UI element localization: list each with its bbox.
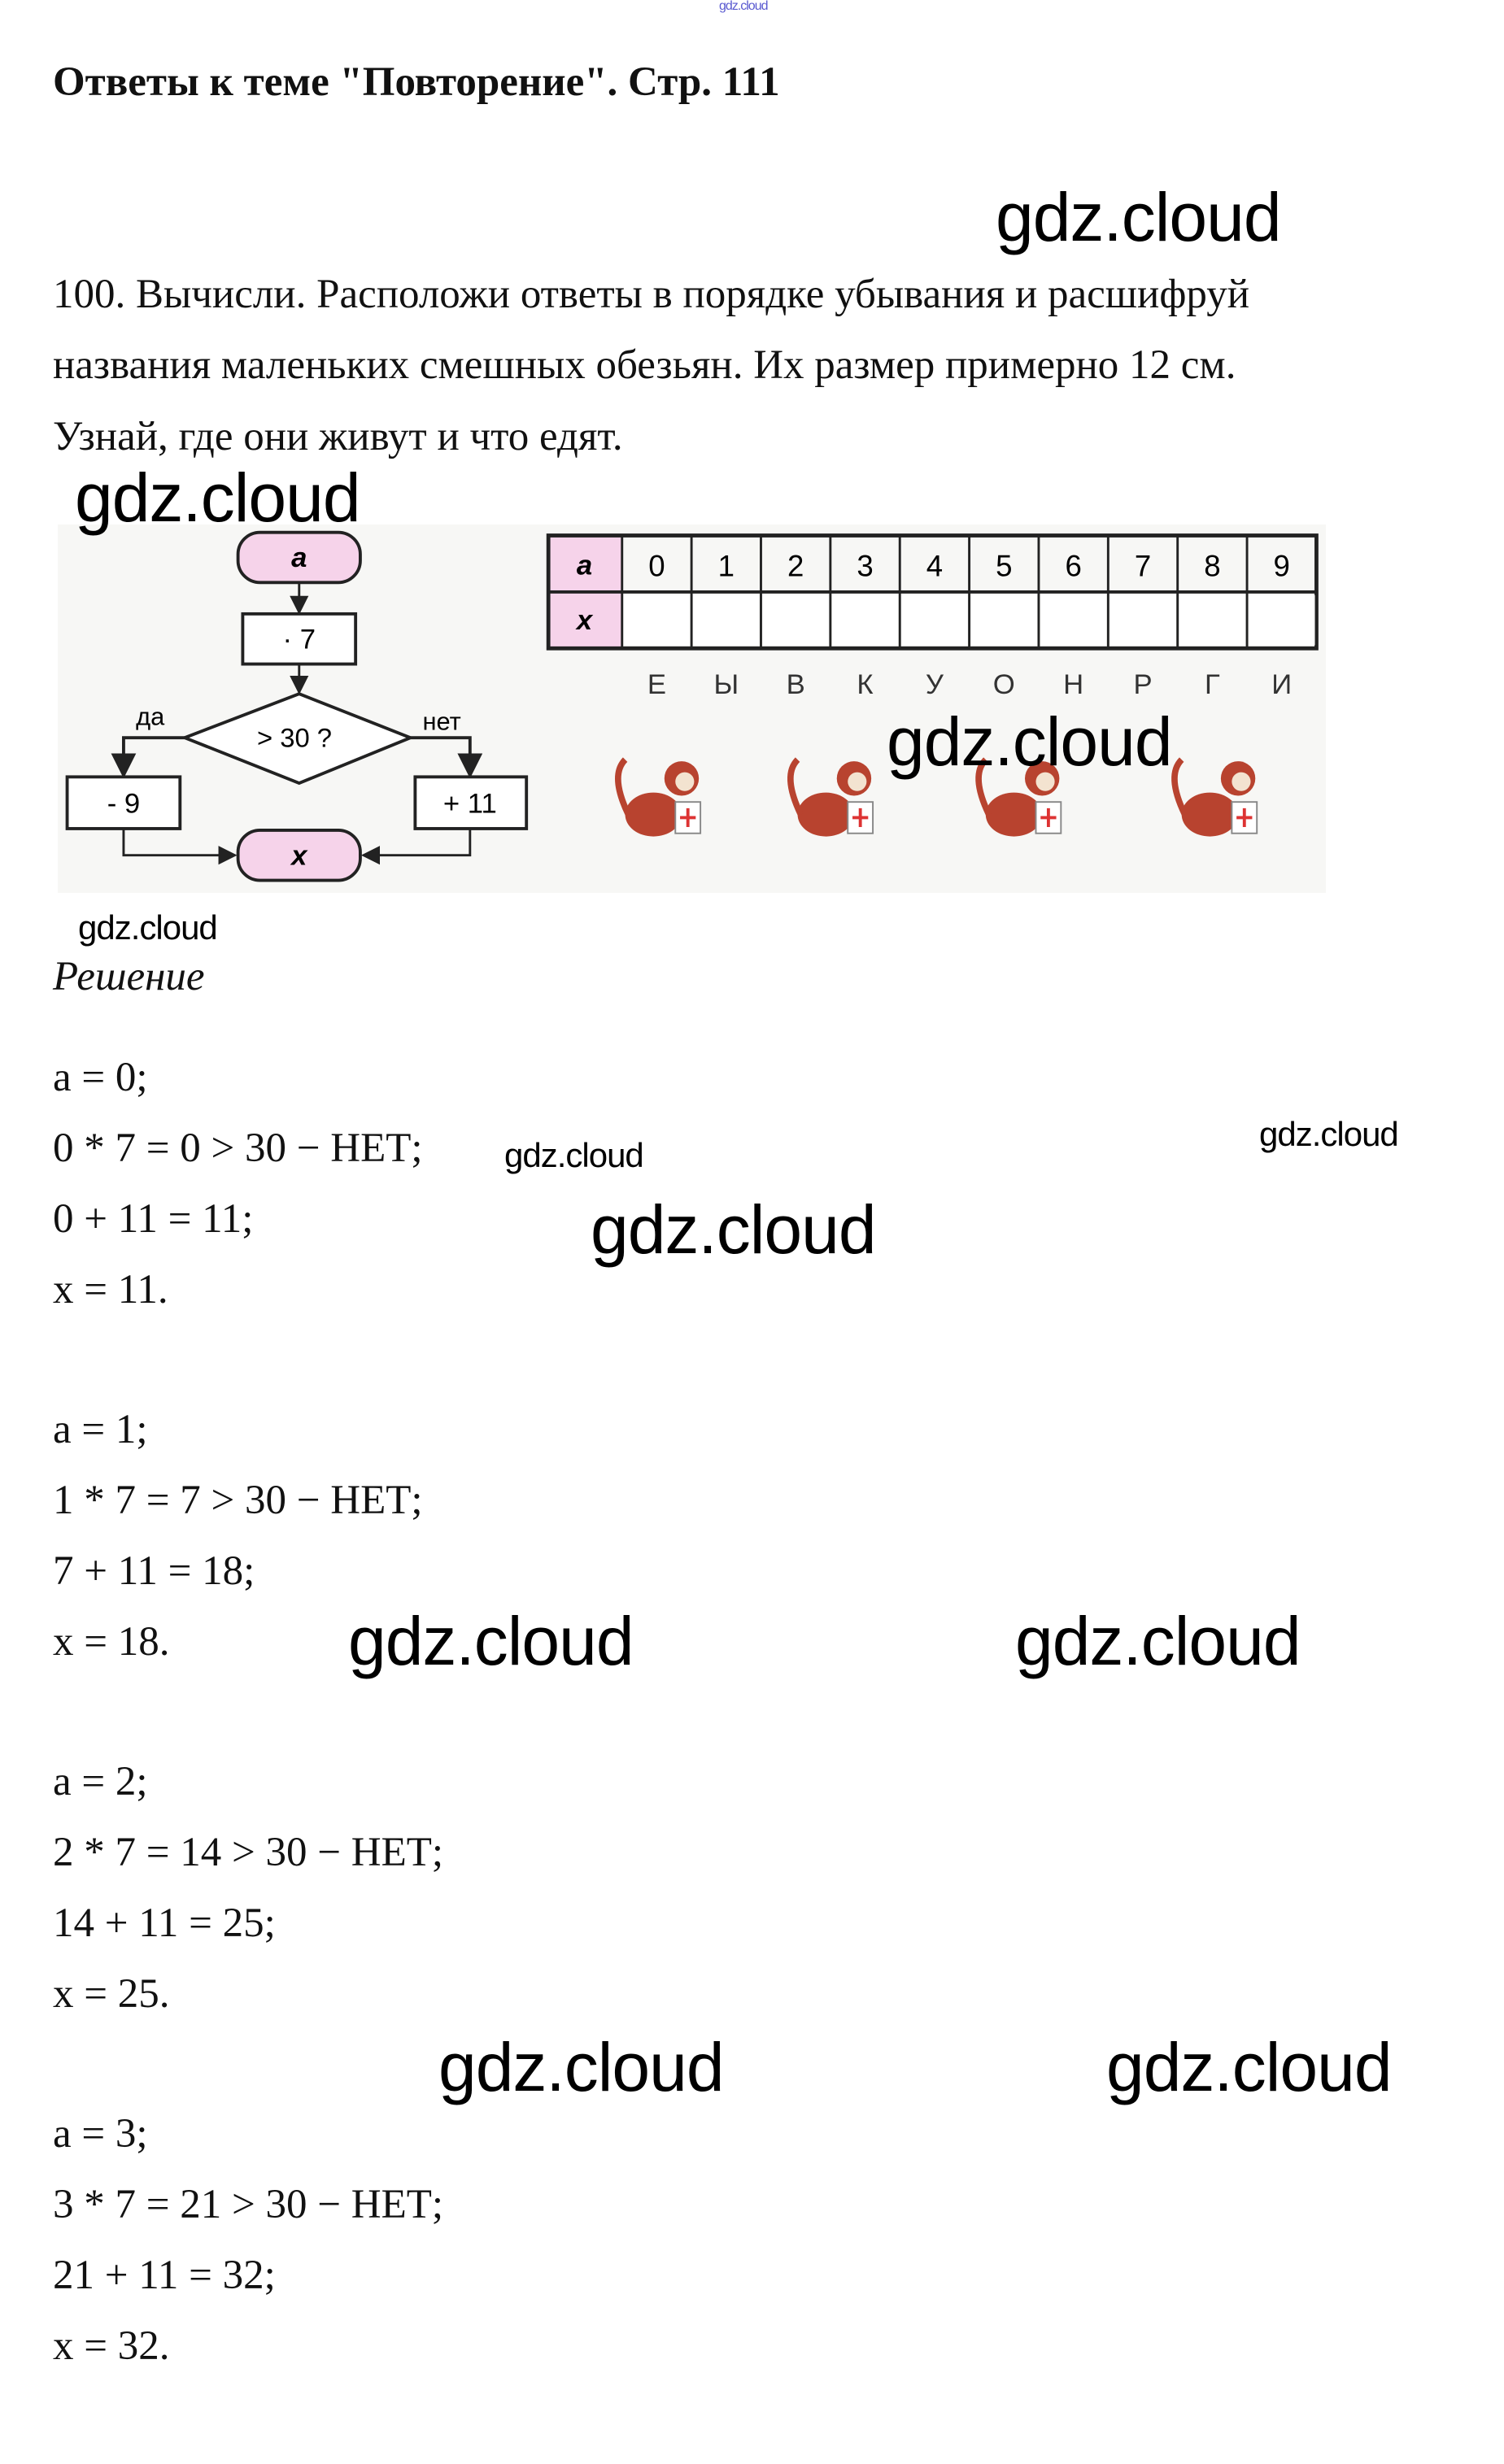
monkey-icon <box>787 757 874 837</box>
table-a-value: 6 <box>1065 550 1081 583</box>
solution-line: x = 11. <box>53 1267 168 1313</box>
solution-line: 0 * 7 = 0 > 30 − НЕТ; <box>53 1125 423 1171</box>
cipher-letter: О <box>993 669 1015 700</box>
table-row-x-label: x <box>575 605 594 636</box>
flow-yes-label: да <box>136 703 165 731</box>
watermark: gdz.cloud <box>504 1136 644 1174</box>
monkey-illustrations <box>614 757 1258 837</box>
table-x-cell[interactable] <box>1248 594 1315 646</box>
flow-minus-box <box>65 775 182 830</box>
solution-line: 21 + 11 = 32; <box>53 2253 276 2298</box>
table-row-a-label: a <box>577 551 592 581</box>
task-line: Узнай, где они живут и что едят. <box>53 414 623 459</box>
solution-line: a = 2; <box>53 1759 148 1804</box>
solution-line: x = 25. <box>53 1971 170 2017</box>
table-a-value: 7 <box>1135 550 1151 583</box>
flow-start-label: a <box>291 542 307 573</box>
cipher-letter: И <box>1271 669 1292 700</box>
page-title: Ответы к теме "Повторение". Стр. 111 <box>53 59 780 105</box>
table-x-cell[interactable] <box>901 594 968 646</box>
table-x-cell[interactable] <box>970 594 1038 646</box>
table-x-cell[interactable] <box>1109 594 1176 646</box>
flow-plus-box <box>413 775 529 830</box>
cipher-letter: Г <box>1205 669 1220 700</box>
table-a-value: 1 <box>718 550 735 583</box>
solution-line: 3 * 7 = 21 > 30 − НЕТ; <box>53 2182 444 2227</box>
solution-line: 7 + 11 = 18; <box>53 1548 255 1594</box>
watermark: gdz.cloud <box>996 179 1282 255</box>
table-a-value: 9 <box>1274 550 1290 583</box>
solution-line: a = 3; <box>53 2111 148 2157</box>
cipher-letter: Н <box>1063 669 1083 700</box>
monkey-icon <box>1171 757 1258 837</box>
task-figure: a · 7 > 30 ? да нет - 9 + 11 x a x 0 1 2 3 4… <box>58 525 1326 893</box>
solution-line: a = 1; <box>53 1407 148 1452</box>
solution-line: x = 32. <box>53 2323 170 2369</box>
watermark: gdz.cloud <box>348 1603 634 1679</box>
table-a-value: 3 <box>857 550 873 583</box>
table-a-value: 4 <box>926 550 943 583</box>
flowchart: a · 7 > 30 ? да нет - 9 + 11 x <box>65 530 529 882</box>
cipher-letter: Р <box>1133 669 1152 700</box>
table-x-cell[interactable] <box>1040 594 1107 646</box>
monkey-icon <box>614 757 702 837</box>
solution-line: 0 + 11 = 11; <box>53 1196 254 1242</box>
table-a-value: 2 <box>787 550 804 583</box>
table-a-value: 8 <box>1204 550 1220 583</box>
solution-heading: Решение <box>53 954 205 999</box>
cipher-letter: В <box>787 669 805 700</box>
solution-line: x = 18. <box>53 1619 170 1665</box>
table-x-cell[interactable] <box>762 594 829 646</box>
flow-multiply-label: · 7 <box>283 624 316 655</box>
table-x-cell[interactable] <box>623 594 691 646</box>
watermark: gdz.cloud <box>75 459 361 536</box>
watermark: gdz.cloud <box>591 1191 877 1268</box>
watermark: gdz.cloud <box>1106 2029 1393 2105</box>
watermark: gdz.cloud <box>438 2029 725 2105</box>
watermark: gdz.cloud <box>1259 1115 1399 1153</box>
cipher-letter: У <box>926 669 944 700</box>
table-a-value: 5 <box>996 550 1012 583</box>
watermark: gdz.cloud <box>887 703 1173 780</box>
solution-line: a = 0; <box>53 1055 148 1100</box>
flow-minus-label: - 9 <box>107 789 140 820</box>
table-x-cell[interactable] <box>831 594 899 646</box>
watermark: gdz.cloud <box>78 908 218 947</box>
flow-no-label: нет <box>422 707 460 736</box>
watermark-top: gdz.cloud <box>719 0 768 13</box>
solution-line: 1 * 7 = 7 > 30 − НЕТ; <box>53 1478 423 1523</box>
flow-condition-label: > 30 ? <box>257 723 332 753</box>
values-table: a x 0 1 2 3 4 5 6 7 8 9 <box>546 533 1319 651</box>
flow-end <box>236 828 362 882</box>
table-x-cell[interactable] <box>1179 594 1246 646</box>
task-line: 100. Вычисли. Расположи ответы в порядке… <box>53 272 1250 317</box>
table-a-value: 0 <box>648 550 665 583</box>
flow-end-label: x <box>290 840 308 871</box>
task-line: названия маленьких смешных обезьян. Их р… <box>53 342 1236 388</box>
cipher-letter: К <box>857 669 873 700</box>
solution-line: 2 * 7 = 14 > 30 − НЕТ; <box>53 1830 444 1875</box>
table-x-cell[interactable] <box>693 594 760 646</box>
monkey-icon <box>975 757 1062 837</box>
solution-line: 14 + 11 = 25; <box>53 1900 276 1946</box>
watermark: gdz.cloud <box>1015 1603 1301 1679</box>
flow-plus-label: + 11 <box>443 789 497 820</box>
flow-condition <box>180 692 415 786</box>
cipher-letter: Е <box>647 669 666 700</box>
cipher-letter: Ы <box>713 669 739 700</box>
